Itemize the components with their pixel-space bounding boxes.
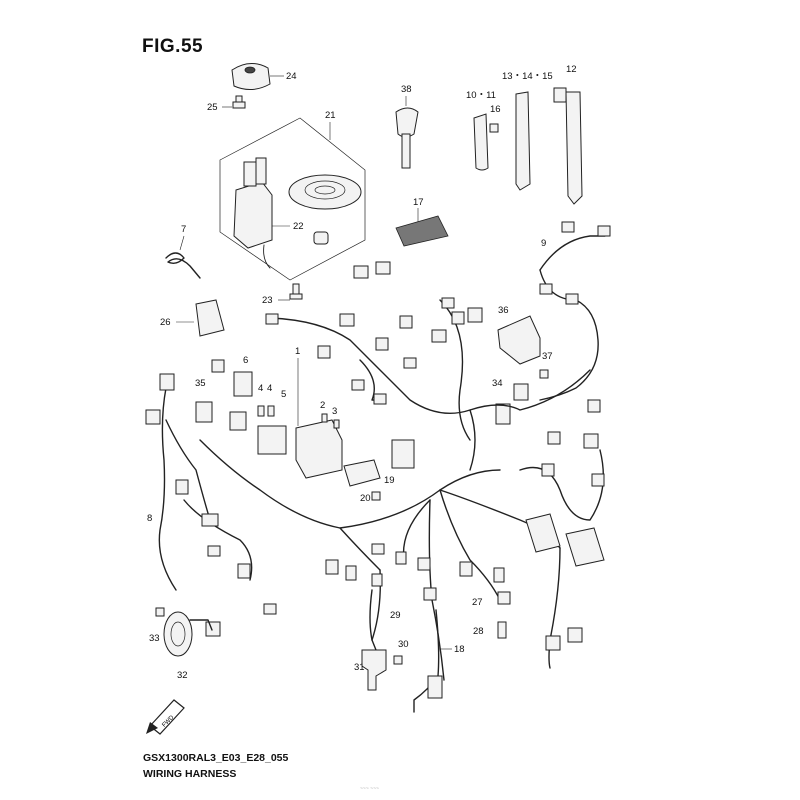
- callout-32: 32: [177, 670, 188, 681]
- part-34-relay: [495, 383, 529, 425]
- part-21-kit-outline: [219, 117, 366, 281]
- callout-31: 31: [354, 662, 365, 673]
- callout-27: 27: [472, 597, 483, 608]
- part-7-spring: [165, 252, 201, 279]
- callout-5: 5: [281, 389, 286, 400]
- callout-35: 35: [195, 378, 206, 389]
- fuel-cap: [288, 174, 362, 210]
- callout-16: 16: [490, 104, 501, 115]
- part-35-relay: [195, 401, 213, 423]
- callout-33: 33: [149, 633, 160, 644]
- part-1-junction-box: [295, 419, 343, 479]
- callout-17: 17: [413, 197, 424, 208]
- part-38-key: [395, 107, 419, 169]
- part-29-lead: [369, 589, 377, 651]
- part-13-cable-tie: [515, 91, 531, 191]
- callout-30: 30: [398, 639, 409, 650]
- part-20-bolt: [371, 491, 381, 501]
- connector-cluster-lower: [325, 543, 505, 601]
- part-9-sub-harness: [539, 221, 611, 411]
- figure-subtitle: WIRING HARNESS: [143, 768, 237, 780]
- part-33-bolt: [155, 607, 165, 617]
- callout-18: 18: [454, 644, 465, 655]
- callout-25: 25: [207, 102, 218, 113]
- callout-7: 7: [181, 224, 186, 235]
- ecu-connectors: [525, 399, 605, 567]
- callout-36: 36: [498, 305, 509, 316]
- callout-22: 22: [293, 221, 304, 232]
- part-31-sensor: [361, 649, 387, 691]
- part-28-sensor: [497, 621, 507, 639]
- callout-19: 19: [384, 475, 395, 486]
- figure-title: FIG.55: [142, 36, 204, 57]
- callout-2: 2: [320, 400, 325, 411]
- callout-28: 28: [473, 626, 484, 637]
- part-25-bolt: [232, 95, 246, 109]
- part-27-sensor: [497, 591, 511, 605]
- part-10-clamp: [473, 113, 489, 171]
- part-6-fuse-block: [233, 371, 253, 397]
- callout-3: 3: [332, 406, 337, 417]
- part-17-pad: [395, 215, 449, 247]
- callout-26: 26: [160, 317, 171, 328]
- part-4-fuse: [257, 405, 275, 417]
- connector-cluster-upper: [265, 261, 483, 405]
- callout-9: 9: [541, 238, 546, 249]
- footer-mark: ~~~ ~~~: [360, 786, 379, 792]
- callout-13-15: 13・14・15: [502, 71, 553, 82]
- part-23-bolt: [289, 283, 303, 300]
- part-26-cover: [195, 299, 225, 337]
- part-36-bracket: [497, 315, 541, 365]
- connector-cluster-lower-right: [545, 627, 583, 651]
- callout-38: 38: [401, 84, 412, 95]
- part-12-band: [553, 87, 583, 205]
- callout-10-11: 10・11: [466, 90, 496, 101]
- callout-4a: 4: [258, 383, 263, 394]
- callout-6: 6: [243, 355, 248, 366]
- callout-37: 37: [542, 351, 553, 362]
- connector-cluster-left: [211, 359, 247, 431]
- callout-21: 21: [325, 110, 336, 121]
- part-37-bolt: [539, 369, 549, 379]
- callout-4b: 4: [267, 383, 272, 394]
- callout-8: 8: [147, 513, 152, 524]
- callout-29: 29: [390, 610, 401, 621]
- callout-12: 12: [566, 64, 577, 75]
- part-22-ignition-switch: [233, 157, 273, 269]
- part-32-horn: [163, 611, 213, 657]
- part-18-lead: [413, 609, 443, 713]
- part-5-fuse-box: [257, 425, 287, 455]
- callout-20: 20: [360, 493, 371, 504]
- part-30-bolt: [393, 655, 403, 665]
- part-24-cap: [231, 63, 271, 90]
- part-2-3-fuses: [321, 413, 340, 429]
- callout-24: 24: [286, 71, 297, 82]
- part-8-sub-harness: [145, 373, 277, 637]
- fwd-arrow-icon: FWD: [146, 699, 185, 735]
- figure-code: GSX1300RAL3_E03_E28_055: [143, 752, 289, 764]
- part-19-bracket: [343, 439, 415, 487]
- callout-34: 34: [492, 378, 503, 389]
- callout-23: 23: [262, 295, 273, 306]
- callout-1: 1: [295, 346, 300, 357]
- part-16-screw: [489, 123, 499, 133]
- lock-cylinder: [313, 231, 329, 245]
